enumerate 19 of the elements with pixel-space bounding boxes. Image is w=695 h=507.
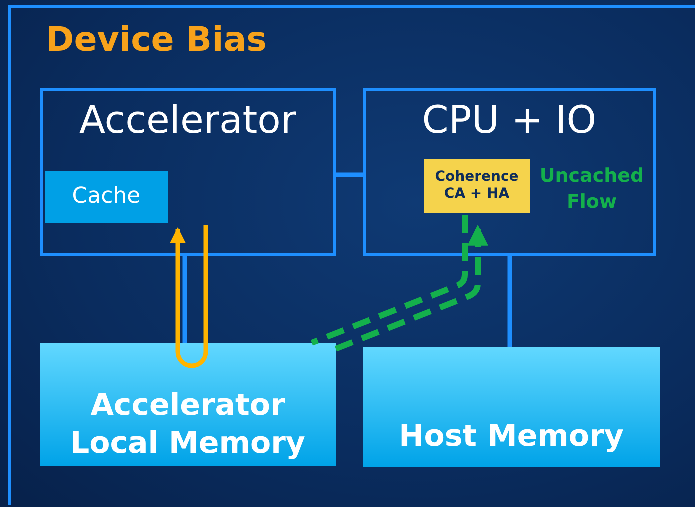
block-label: Coherence CA + HA: [434, 168, 520, 204]
block-label: Accelerator Local Memory: [70, 387, 306, 462]
arrow: [170, 227, 186, 352]
box-title: Accelerator: [78, 97, 298, 143]
block-label: Host Memory: [399, 418, 624, 456]
memory-box: [40, 343, 336, 466]
block-label: Cache: [72, 183, 141, 211]
box-title: CPU + IO: [421, 97, 598, 143]
memory-box: [363, 347, 660, 467]
slide-title: Device Bias: [46, 20, 267, 60]
connector-line: [182, 256, 188, 343]
connector-line: [176, 225, 208, 368]
dashed-arrow: [334, 224, 488, 352]
component-box: [363, 88, 656, 256]
connector-line: [508, 256, 512, 347]
block: [45, 171, 168, 223]
connector-line: [336, 172, 363, 178]
flow-label: Uncached Flow: [538, 164, 646, 215]
component-box: [40, 88, 336, 256]
